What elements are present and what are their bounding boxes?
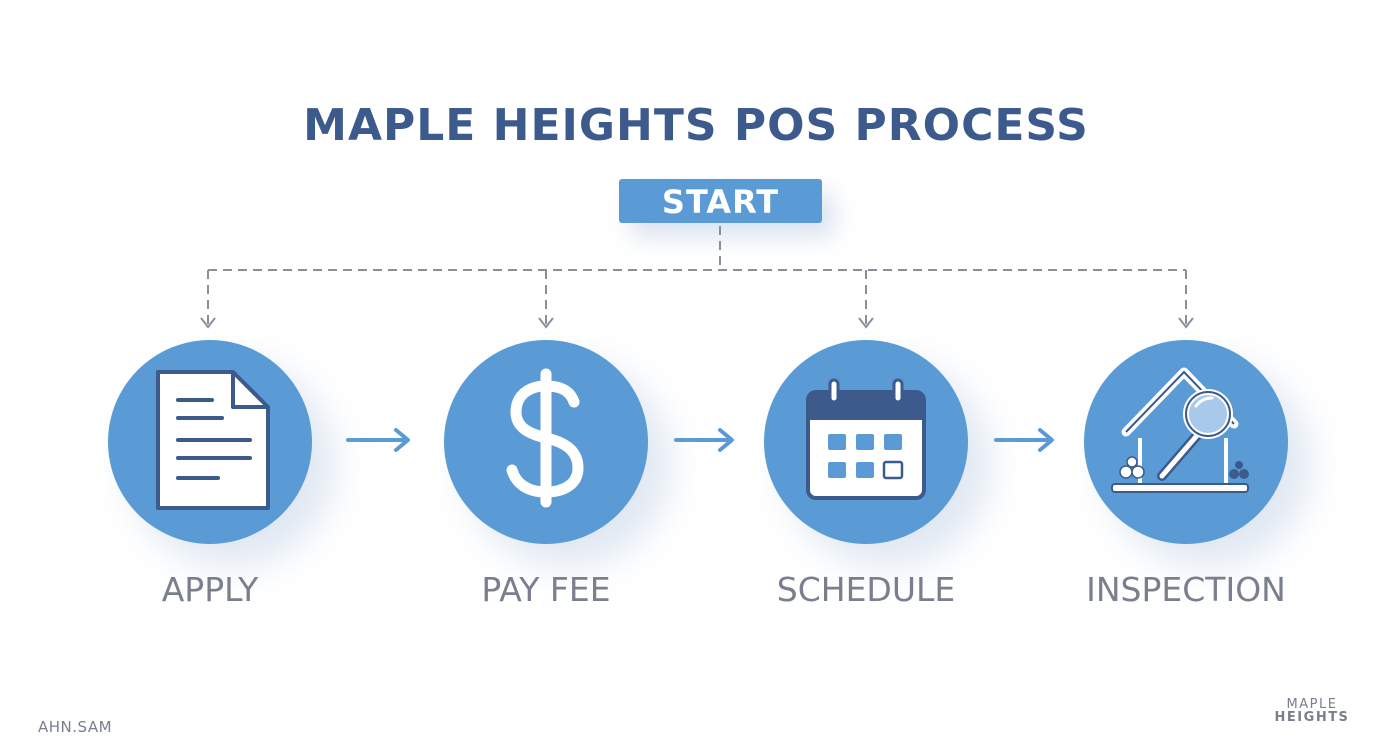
arrowhead-inspection xyxy=(1178,317,1194,329)
document-icon xyxy=(156,370,270,510)
step-label-schedule: SCHEDULE xyxy=(776,570,956,609)
flow-arrow-3 xyxy=(994,428,1054,452)
step-label-pay-fee: PAY FEE xyxy=(481,570,611,609)
brand-logo: MAPLE HEIGHTS xyxy=(1262,698,1362,724)
step-schedule-circle xyxy=(764,340,968,544)
start-box: START xyxy=(619,179,822,223)
step-pay-fee-circle xyxy=(444,340,648,544)
brand-logo-line1: MAPLE xyxy=(1286,697,1338,712)
step-apply-circle xyxy=(108,340,312,544)
arrowhead-schedule xyxy=(858,317,874,329)
step-label-apply: APPLY xyxy=(161,570,259,609)
step-inspection-circle xyxy=(1084,340,1288,544)
step-label-inspection: INSPECTION xyxy=(1086,570,1286,609)
start-label: START xyxy=(661,183,780,221)
brand-logo-line2: HEIGHTS xyxy=(1274,710,1350,725)
calendar-icon xyxy=(806,378,926,500)
arrowhead-apply xyxy=(200,317,216,329)
footer-credit: AHN.SAM xyxy=(38,718,113,736)
arrowhead-pay-fee xyxy=(538,317,554,329)
diagram-title: MAPLE HEIGHTS POS PROCESS xyxy=(303,100,1089,151)
flow-arrow-2 xyxy=(674,428,734,452)
house-inspection-icon xyxy=(1111,367,1249,493)
flow-arrow-1 xyxy=(346,428,410,452)
dollar-sign-icon xyxy=(506,368,584,508)
